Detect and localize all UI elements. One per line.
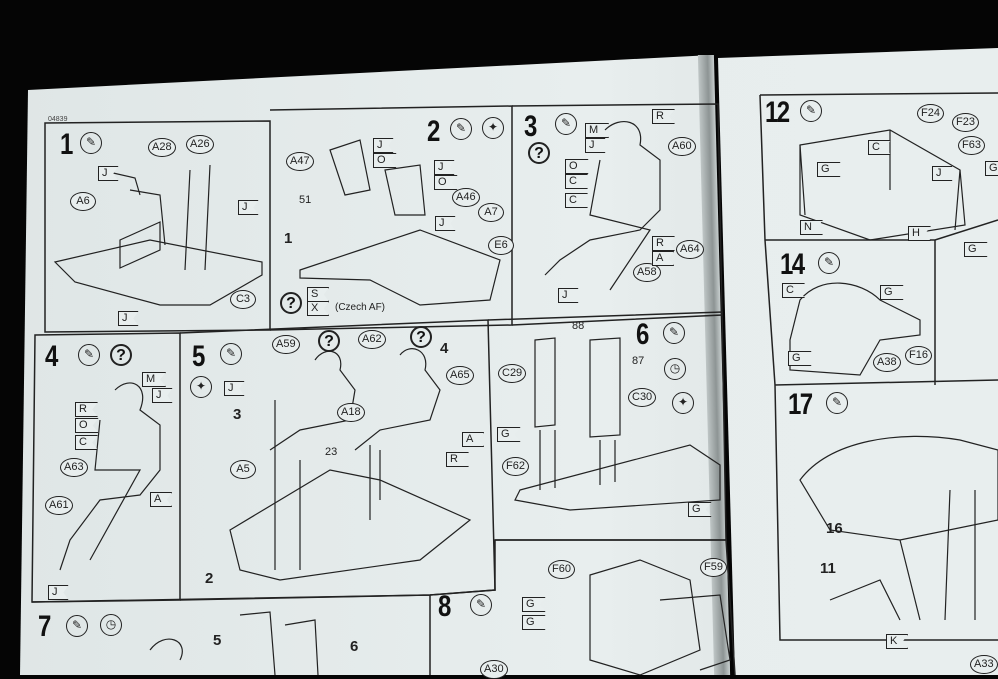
question-icon: ?	[280, 292, 302, 314]
paint-flag: C	[565, 193, 588, 208]
part-label: A64	[676, 240, 704, 259]
paint-flag: C	[782, 283, 805, 298]
glue-tube-icon: ✎	[663, 322, 685, 344]
glue-tube-icon: ✎	[220, 343, 242, 365]
question-icon: ?	[528, 142, 550, 164]
part-label: F23	[952, 113, 979, 132]
decal-number: 23	[325, 446, 338, 458]
part-label: A30	[480, 660, 508, 679]
part-label: C29	[498, 364, 527, 383]
question-icon: ?	[318, 330, 340, 352]
clock-icon: ◷	[664, 358, 686, 380]
part-label: A18	[337, 403, 365, 422]
paint-flag: G	[817, 162, 841, 177]
paint-flag: J	[48, 585, 69, 600]
step-number: 17	[788, 388, 813, 421]
part-label: A47	[286, 152, 314, 171]
question-icon: ?	[110, 344, 132, 366]
decal-number: 87	[632, 355, 645, 367]
part-label: A59	[272, 335, 300, 354]
step-ref: 4	[440, 340, 449, 357]
step-number: 14	[780, 248, 805, 281]
step-number: 7	[38, 610, 51, 643]
part-label: A60	[668, 137, 696, 156]
part-label: F59	[700, 558, 727, 577]
part-label: A26	[186, 135, 214, 154]
decal-icon: ✦	[190, 376, 212, 398]
part-label: F24	[917, 104, 944, 123]
step-ref: 1	[284, 230, 293, 247]
step-number: 2	[427, 115, 440, 148]
clock-icon: ◷	[100, 614, 122, 636]
glue-tube-icon: ✎	[470, 594, 492, 616]
decal-number: 88	[572, 320, 585, 332]
paint-flag: O	[75, 418, 99, 433]
part-label: F62	[502, 457, 529, 476]
paint-flag: R	[446, 452, 469, 467]
part-label: A63	[60, 458, 88, 477]
decal-icon: ✦	[482, 117, 504, 139]
step-number: 3	[524, 110, 537, 143]
part-label: A5	[230, 460, 256, 479]
step-number: 6	[636, 318, 649, 351]
glue-tube-icon: ✎	[555, 113, 577, 135]
glue-tube-icon: ✎	[818, 252, 840, 274]
paint-flag: N	[800, 220, 823, 235]
part-label: F63	[958, 136, 985, 155]
step-ref: 6	[350, 638, 359, 655]
part-label: A61	[45, 496, 73, 515]
part-label: A65	[446, 366, 474, 385]
paint-flag: J	[435, 216, 456, 231]
glue-tube-icon: ✎	[78, 344, 100, 366]
paint-flag: G	[788, 351, 812, 366]
part-label: A6	[70, 192, 96, 211]
document-code: 04839	[48, 116, 68, 123]
step-number: 1	[60, 128, 73, 161]
paint-flag: G	[964, 242, 988, 257]
part-label: A62	[358, 330, 386, 349]
decal-number: 51	[299, 194, 312, 206]
paint-flag: G	[985, 161, 998, 176]
paint-flag: J	[118, 311, 139, 326]
step-number: 5	[192, 340, 205, 373]
step-ref: 11	[820, 560, 836, 577]
paint-flag: J	[585, 138, 606, 153]
glue-tube-icon: ✎	[826, 392, 848, 414]
step-number: 12	[765, 96, 790, 129]
part-label: A46	[452, 188, 480, 207]
paint-flag: H	[908, 226, 931, 241]
paint-flag: X	[307, 301, 330, 316]
paint-flag: O	[565, 159, 589, 174]
glue-tube-icon: ✎	[450, 118, 472, 140]
step-ref: 2	[205, 570, 214, 587]
part-label: A28	[148, 138, 176, 157]
part-label: C30	[628, 388, 657, 407]
part-label: C3	[230, 290, 256, 309]
part-label: F16	[905, 346, 932, 365]
decal-icon: ✦	[672, 392, 694, 414]
part-label: F60	[548, 560, 575, 579]
step-number: 8	[438, 590, 451, 623]
glue-tube-icon: ✎	[66, 615, 88, 637]
paint-flag: R	[652, 236, 675, 251]
glue-tube-icon: ✎	[80, 132, 102, 154]
step-number: 4	[45, 340, 58, 373]
step-ref: 5	[213, 632, 222, 649]
glue-tube-icon: ✎	[800, 100, 822, 122]
variant-note: (Czech AF)	[335, 302, 386, 313]
part-label: A33	[970, 655, 998, 674]
part-label: A58	[633, 263, 661, 282]
paint-flag: J	[152, 388, 173, 403]
part-label: A7	[478, 203, 504, 222]
paint-flag: R	[652, 109, 675, 124]
paint-flag: A	[652, 251, 675, 266]
part-label: E6	[488, 236, 514, 255]
part-label: A38	[873, 353, 901, 372]
step-ref: 16	[826, 520, 843, 537]
question-icon: ?	[410, 326, 432, 348]
step-ref: 3	[233, 406, 242, 423]
